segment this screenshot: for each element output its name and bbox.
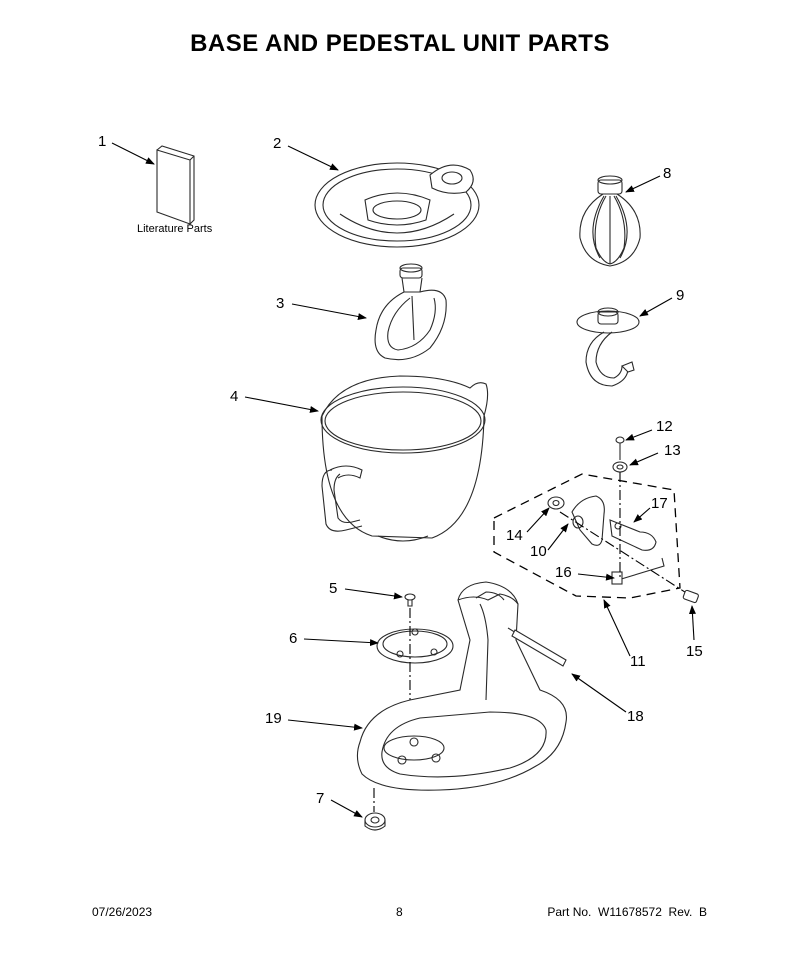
callout-19: 19 [265, 710, 282, 727]
callout-2: 2 [273, 135, 281, 152]
callout-6: 6 [289, 630, 297, 647]
callout-9: 9 [676, 287, 684, 304]
callout-4: 4 [230, 388, 238, 405]
footer-part-number: Part No. W11678572 Rev. B [547, 905, 707, 919]
callout-7: 7 [316, 790, 324, 807]
callout-12: 12 [656, 418, 673, 435]
callout-11: 11 [630, 653, 646, 670]
hinge-pin-assembly [547, 436, 699, 604]
callout-numbers: 1 2 3 4 5 6 7 8 9 10 11 12 13 14 15 16 1… [98, 133, 703, 807]
callout-16: 16 [555, 564, 572, 581]
pouring-shield [314, 162, 480, 248]
pedestal-base [356, 581, 568, 791]
callout-13: 13 [664, 442, 681, 459]
callout-18: 18 [627, 708, 644, 725]
callout-14: 14 [506, 527, 523, 544]
callout-10: 10 [530, 543, 547, 560]
callout-3: 3 [276, 295, 284, 312]
mixing-bowl [320, 375, 489, 542]
wire-whip [579, 175, 641, 267]
callout-15: 15 [686, 643, 703, 660]
flat-beater [374, 263, 447, 361]
leader-lines [111, 142, 696, 818]
callout-17: 17 [651, 495, 668, 512]
callout-8: 8 [663, 165, 671, 182]
literature-booklet [156, 145, 195, 225]
footer-date: 07/26/2023 [92, 905, 153, 919]
rubber-foot [364, 788, 386, 831]
mounting-plate [376, 628, 454, 664]
footer-page-number: 8 [396, 905, 403, 919]
page-title: BASE AND PEDESTAL UNIT PARTS [190, 30, 610, 57]
screw [404, 593, 416, 607]
callout-1: 1 [98, 133, 106, 150]
callout-5: 5 [329, 580, 337, 597]
dough-hook [576, 307, 640, 387]
literature-parts-label: Literature Parts [137, 223, 213, 235]
